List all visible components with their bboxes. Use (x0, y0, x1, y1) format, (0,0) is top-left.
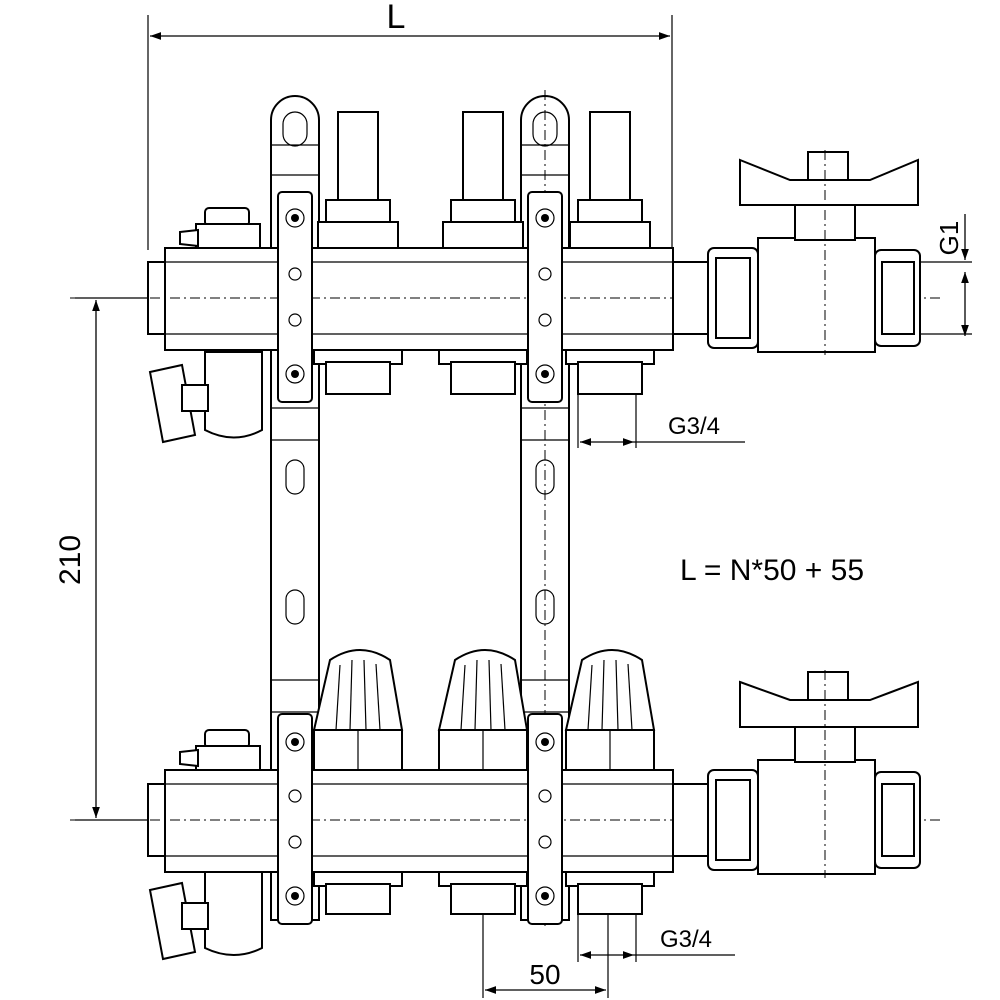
outlet-nipples-lower (313, 871, 655, 915)
label-l: L (387, 0, 406, 36)
valve-cap-3 (564, 649, 656, 771)
dimension-l: L (147, 0, 673, 250)
dimension-g34-upper: G3/4 (577, 395, 745, 448)
lower-manifold (70, 649, 940, 961)
flow-meter-1 (317, 111, 399, 249)
valve-cap-2 (437, 649, 529, 771)
valve-cap-1 (312, 649, 404, 771)
drain-valve-lower (148, 871, 263, 961)
dimension-g1: G1 (900, 214, 972, 336)
ball-valve-upper (672, 150, 921, 355)
flow-meter-2 (442, 111, 524, 249)
label-210: 210 (54, 535, 87, 585)
ball-valve-lower (672, 670, 921, 878)
dimension-210: 210 (54, 297, 155, 821)
label-50: 50 (529, 959, 560, 990)
outlet-nipples-upper (313, 349, 655, 395)
flow-meter-3 (569, 111, 651, 249)
label-g34-upper: G3/4 (668, 413, 720, 440)
drain-valve-upper (148, 351, 263, 444)
air-vent-upper (179, 207, 261, 249)
length-formula: L = N*50 + 55 (680, 554, 864, 587)
label-g1: G1 (934, 221, 964, 256)
dimension-g34-lower: G3/4 (577, 915, 735, 962)
upper-manifold (70, 111, 940, 444)
label-g34-lower: G3/4 (660, 926, 712, 953)
air-vent-lower (179, 729, 261, 771)
